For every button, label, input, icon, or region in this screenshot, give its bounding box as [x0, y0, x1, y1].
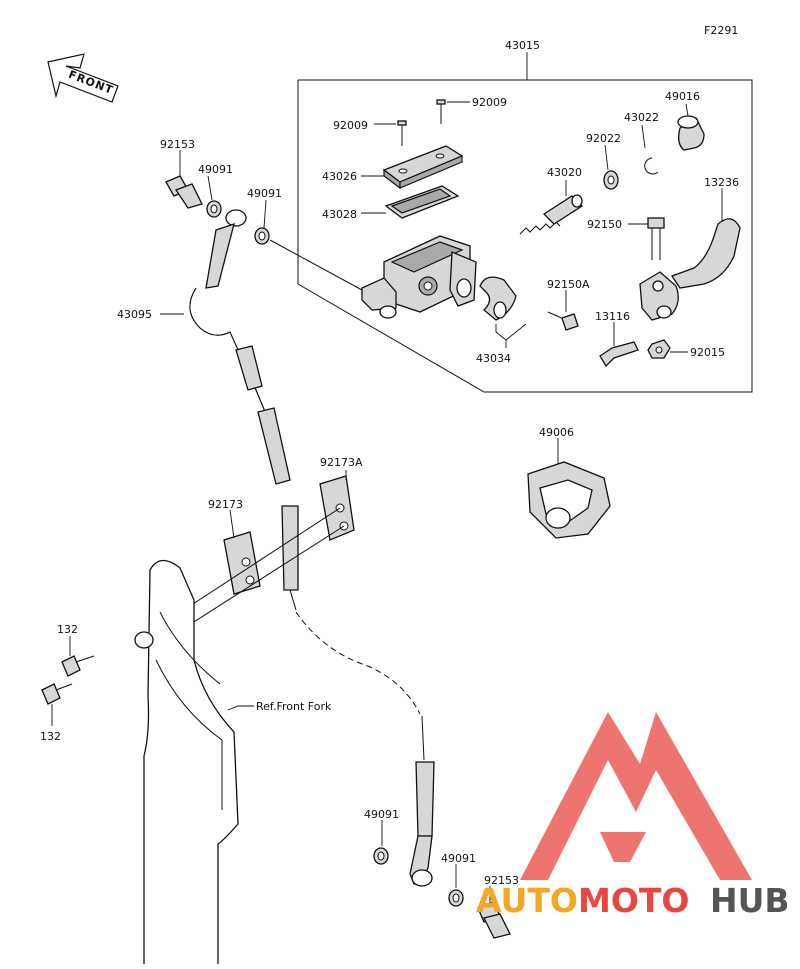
- washer-49091-bottom-a: [373, 820, 389, 865]
- bolt-92150A: [547, 290, 579, 331]
- assembly-box-43015: [297, 52, 753, 393]
- label-49091-bottom-b: 49091: [441, 852, 476, 865]
- brand-moto: MOTO: [578, 881, 689, 920]
- figure-code: F2291: [704, 24, 738, 37]
- label-92173: 92173: [208, 498, 243, 511]
- brand-hub: HUB: [710, 881, 790, 920]
- ref-front-fork-label: Ref.Front Fork: [256, 700, 332, 713]
- label-49091-top-a: 49091: [198, 163, 233, 176]
- brake-hose-43095: [160, 209, 435, 887]
- label-43022: 43022: [624, 111, 659, 124]
- bolt-92150: [628, 217, 665, 260]
- bolt-132-lower: [41, 683, 73, 726]
- front-fork-outline: [134, 559, 254, 969]
- washer-49091-bottom-b: [448, 864, 464, 907]
- label-43026: 43026: [322, 170, 357, 183]
- banjo-bolt-92153-bottom: [477, 886, 511, 939]
- label-43028: 43028: [322, 208, 357, 221]
- assembly-guide-line: [269, 239, 363, 291]
- master-cylinder-body: [361, 235, 477, 319]
- logo-triangle-shape: [520, 712, 752, 880]
- label-49016: 49016: [665, 90, 700, 103]
- bolt-132-upper: [61, 636, 95, 677]
- reservoir-cap-43026: [361, 145, 464, 190]
- lever-13236: [639, 188, 741, 321]
- logo-inner-shape: [600, 832, 646, 862]
- hose-clamp-92173: [223, 509, 261, 595]
- hose-clamp-92173A: [319, 470, 355, 541]
- banjo-bolt-92153-top: [165, 150, 203, 209]
- label-13116: 13116: [595, 310, 630, 323]
- washer-49091-top-b: [254, 199, 270, 245]
- clamp-43034: [479, 276, 527, 348]
- label-49091-top-b: 49091: [247, 187, 282, 200]
- label-43034: 43034: [476, 352, 511, 365]
- label-92173A: 92173A: [320, 456, 363, 469]
- label-132-lower: 132: [40, 730, 61, 743]
- boot-49016: [677, 103, 705, 151]
- label-43020: 43020: [547, 166, 582, 179]
- nut-92015: [647, 339, 688, 359]
- screw-92009-left: [374, 120, 407, 146]
- label-43015: 43015: [505, 39, 540, 52]
- washer-49091-top-a: [206, 175, 222, 218]
- label-92022: 92022: [586, 132, 621, 145]
- label-49006: 49006: [539, 426, 574, 439]
- label-92153-bottom: 92153: [484, 874, 519, 887]
- label-92150: 92150: [587, 218, 622, 231]
- label-43095: 43095: [117, 308, 152, 321]
- front-direction-arrow: FRONT: [47, 53, 119, 103]
- label-13236: 13236: [704, 176, 739, 189]
- piston-kit-43020: [519, 180, 584, 235]
- automotohub-logo-mark: [520, 712, 752, 880]
- circlip-43022: [641, 124, 659, 175]
- label-92015: 92015: [690, 346, 725, 359]
- washer-92022: [603, 144, 619, 190]
- label-92153-top: 92153: [160, 138, 195, 151]
- brand-auto: AUTO: [476, 881, 578, 920]
- diaphragm-43028: [361, 185, 460, 219]
- label-92009-left: 92009: [333, 119, 368, 132]
- label-92009-right: 92009: [472, 96, 507, 109]
- label-49091-bottom-a: 49091: [364, 808, 399, 821]
- screw-92009-right: [436, 99, 470, 124]
- label-92150A: 92150A: [547, 278, 590, 291]
- pivot-13116: [599, 322, 639, 368]
- cover-49006: [527, 438, 611, 539]
- label-132-upper: 132: [57, 623, 78, 636]
